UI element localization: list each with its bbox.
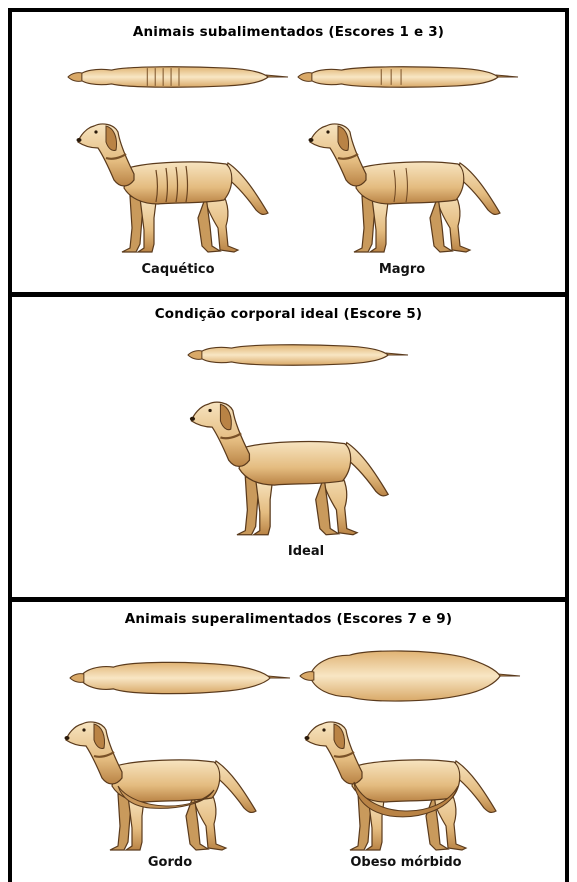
caquetico-top-view — [68, 62, 288, 92]
label-caquetico: Caquético — [78, 262, 278, 277]
magro-top-view — [298, 62, 518, 92]
label-magro: Magro — [302, 262, 502, 277]
label-obeso-morbido: Obeso mórbido — [306, 855, 506, 870]
obeso-side-view — [306, 716, 506, 856]
gordo-top-view — [70, 658, 290, 698]
section-title-ideal: Condição corporal ideal (Escore 5) — [8, 306, 569, 322]
obeso-top-view — [300, 650, 520, 702]
section-divider-2 — [8, 597, 569, 602]
section-divider-1 — [8, 292, 569, 297]
magro-side-view — [310, 118, 510, 258]
section-title-underfed: Animais subalimentados (Escores 1 e 3) — [8, 24, 569, 40]
gordo-side-view — [66, 716, 266, 856]
ideal-top-view — [188, 340, 408, 370]
ideal-side-view — [190, 396, 400, 541]
section-title-overfed: Animais superalimentados (Escores 7 e 9) — [8, 611, 569, 627]
label-ideal: Ideal — [206, 544, 406, 559]
label-gordo: Gordo — [70, 855, 270, 870]
caquetico-side-view — [78, 118, 278, 258]
